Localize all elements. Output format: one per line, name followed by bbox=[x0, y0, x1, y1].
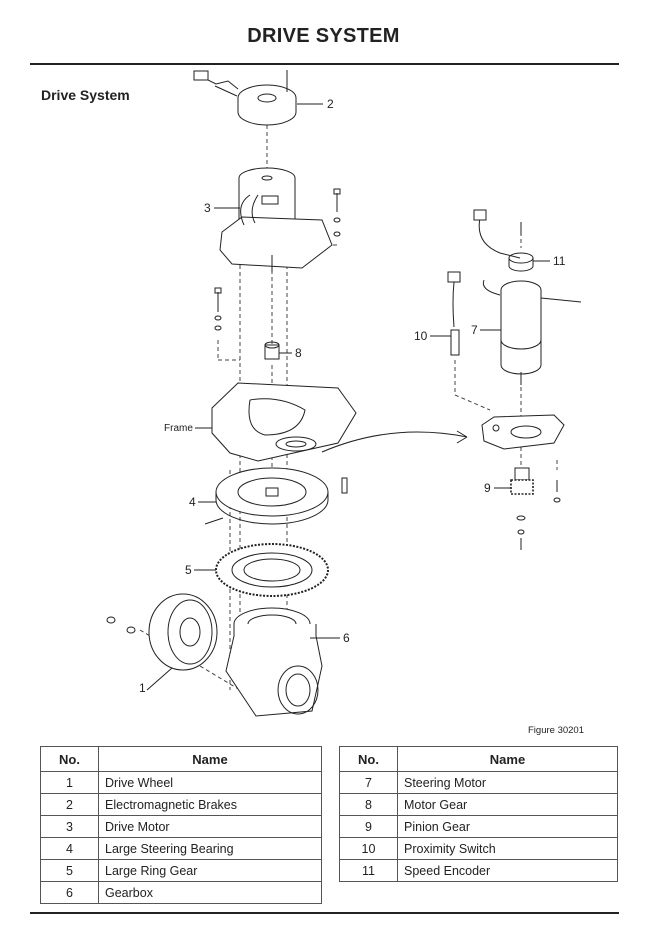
callout-11: 11 bbox=[553, 254, 566, 268]
top-rule bbox=[30, 63, 619, 65]
table-header-row: No. Name bbox=[40, 746, 322, 772]
frame-drawing bbox=[211, 382, 357, 462]
callout-10: 10 bbox=[414, 329, 428, 343]
figure-reference: Figure 30201 bbox=[528, 725, 584, 736]
callout-5: 5 bbox=[185, 563, 192, 577]
part-number: 7 bbox=[339, 771, 398, 794]
callout-7: 7 bbox=[471, 323, 478, 337]
part-name: Motor Gear bbox=[397, 793, 618, 816]
steering-motor-drawing bbox=[482, 279, 582, 385]
part-number: 11 bbox=[339, 859, 398, 882]
bolt-stack-left bbox=[214, 287, 222, 331]
callout-9: 9 bbox=[484, 481, 491, 495]
part-name: Pinion Gear bbox=[397, 815, 618, 838]
bolt-stack-right bbox=[333, 188, 341, 237]
part-number: 5 bbox=[40, 859, 99, 882]
part-name: Gearbox bbox=[98, 881, 322, 904]
motor-gear-drawing bbox=[264, 341, 280, 360]
column-header-name: Name bbox=[397, 746, 618, 772]
callout-3: 3 bbox=[204, 201, 211, 215]
callout-frame: Frame bbox=[164, 423, 193, 434]
part-name: Drive Motor bbox=[98, 815, 322, 838]
pinion-gear-drawing bbox=[510, 467, 561, 550]
part-name: Large Steering Bearing bbox=[98, 837, 322, 860]
part-name: Drive Wheel bbox=[98, 771, 322, 794]
exploded-diagram: 1 2 3 4 5 6 7 8 9 10 11 Frame bbox=[106, 70, 582, 717]
column-header-no: No. bbox=[339, 746, 398, 772]
part-number: 2 bbox=[40, 793, 99, 816]
part-number: 8 bbox=[339, 793, 398, 816]
speed-encoder-drawing bbox=[473, 209, 534, 272]
column-header-name: Name bbox=[98, 746, 322, 772]
callout-6: 6 bbox=[343, 631, 350, 645]
part-name: Electromagnetic Brakes bbox=[98, 793, 322, 816]
callout-8: 8 bbox=[295, 346, 302, 360]
callout-4: 4 bbox=[189, 495, 196, 509]
steering-bearing-drawing bbox=[204, 467, 348, 525]
callout-2: 2 bbox=[327, 97, 334, 111]
part-name: Large Ring Gear bbox=[98, 859, 322, 882]
part-name: Proximity Switch bbox=[397, 837, 618, 860]
part-number: 4 bbox=[40, 837, 99, 860]
part-name: Speed Encoder bbox=[397, 859, 618, 882]
ring-gear-drawing bbox=[215, 543, 329, 597]
electromagnetic-brake-drawing bbox=[193, 70, 297, 126]
steering-plate-drawing bbox=[481, 414, 565, 450]
column-header-no: No. bbox=[40, 746, 99, 772]
callout-leaders bbox=[146, 103, 550, 691]
gearbox-drawing bbox=[225, 607, 323, 717]
bottom-rule bbox=[30, 912, 619, 914]
page-title: DRIVE SYSTEM bbox=[247, 25, 400, 47]
part-number: 10 bbox=[339, 837, 398, 860]
drive-motor-drawing bbox=[219, 167, 333, 272]
part-number: 6 bbox=[40, 881, 99, 904]
frame-arrow-line bbox=[321, 431, 468, 453]
proximity-switch-drawing bbox=[447, 271, 461, 356]
frame-arrow-head bbox=[456, 430, 468, 444]
part-number: 1 bbox=[40, 771, 99, 794]
part-name: Steering Motor bbox=[397, 771, 618, 794]
section-title: Drive System bbox=[41, 87, 130, 103]
part-number: 3 bbox=[40, 815, 99, 838]
table-header-row: No. Name bbox=[339, 746, 618, 772]
callout-1: 1 bbox=[139, 681, 146, 695]
drive-wheel-drawing bbox=[106, 593, 218, 671]
part-number: 9 bbox=[339, 815, 398, 838]
